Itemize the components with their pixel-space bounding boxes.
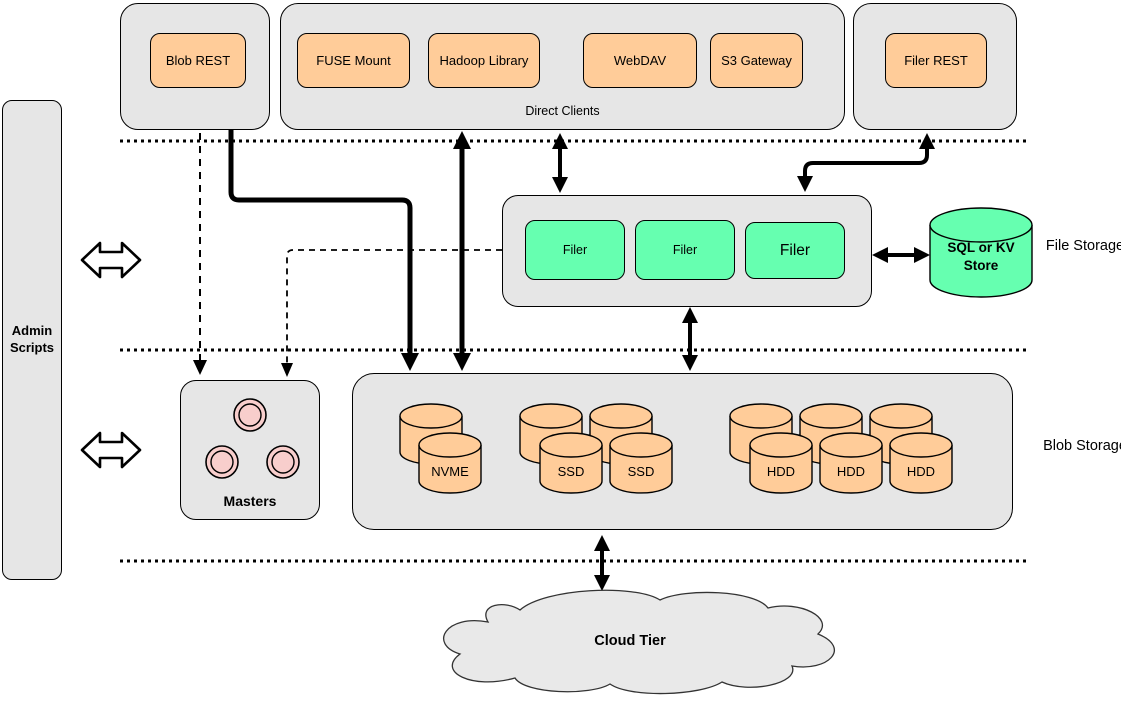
filer-rest-box: Filer REST: [885, 33, 987, 88]
s3-gateway-label: S3 Gateway: [721, 53, 792, 68]
fuse-mount-box: FUSE Mount: [297, 33, 410, 88]
filer-rest-label: Filer REST: [904, 53, 968, 68]
hadoop-library-box: Hadoop Library: [428, 33, 540, 88]
filer-box-2: Filer: [635, 220, 735, 280]
filer-box-3: Filer: [745, 222, 845, 279]
kvstore-label: SQL or KV Store: [947, 240, 1015, 273]
blob-rest-label: Blob REST: [165, 53, 231, 68]
ssd-disk-label-1: SSD: [557, 464, 585, 479]
nvme-disk-label: NVME: [431, 464, 469, 479]
cloud-tier-label: Cloud Tier: [594, 633, 666, 649]
filer-label-2: Filer: [672, 243, 698, 257]
hdd-disk-label-3: HDD: [906, 464, 936, 479]
filer-box-1: Filer: [525, 220, 625, 280]
ssd-disk-label-2: SSD: [627, 464, 655, 479]
webdav-label: WebDAV: [613, 53, 667, 68]
webdav-box: WebDAV: [583, 33, 697, 88]
hadoop-library-label: Hadoop Library: [439, 53, 529, 68]
s3-gateway-box: S3 Gateway: [710, 33, 803, 88]
filer-label-3: Filer: [779, 241, 811, 259]
file-storage-tier-label: File Storage: [1045, 238, 1121, 254]
masters-label: Masters: [223, 493, 277, 509]
blob-rest-box: Blob REST: [150, 33, 246, 88]
fuse-mount-label: FUSE Mount: [316, 53, 391, 68]
admin-scripts-panel: Admin Scripts: [2, 100, 62, 580]
hdd-disk-label-1: HDD: [766, 464, 796, 479]
direct-clients-caption: Direct Clients: [525, 104, 600, 118]
filer-label-1: Filer: [562, 243, 588, 257]
hdd-disk-label-2: HDD: [836, 464, 866, 479]
blob-storage-tier-label: Blob Storage: [1043, 438, 1121, 454]
admin-scripts-label: Admin Scripts: [9, 323, 55, 355]
